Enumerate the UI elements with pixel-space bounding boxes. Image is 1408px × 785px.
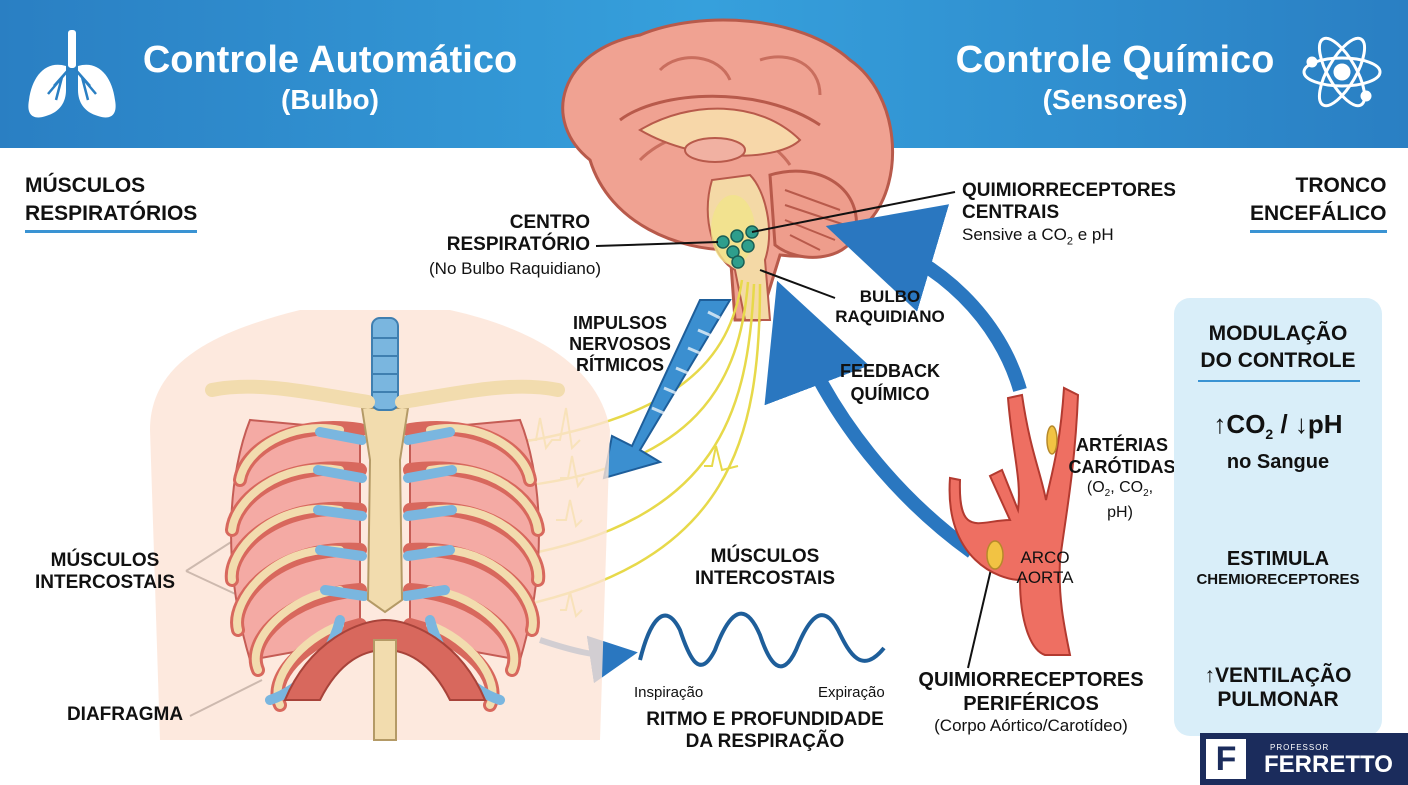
logo-mark: F	[1206, 739, 1246, 779]
arterias-label: ARTÉRIAS CARÓTIDAS	[1068, 435, 1176, 477]
panel-title: MODULAÇÃO DO CONTROLE	[1200, 322, 1356, 372]
intercostais-left-label: MÚSCULOS INTERCOSTAIS	[34, 550, 176, 593]
panel-divider	[1198, 380, 1360, 382]
panel-co2-ph: ↑CO2 / ↓pH	[1213, 409, 1343, 443]
expiracao-label: Expiração	[818, 684, 885, 701]
quimio-centrais-sub: Sensive a CO2 e pH	[962, 225, 1114, 248]
quimio-perifericos-sub: (Corpo Aórtico/Carotídeo)	[934, 716, 1128, 735]
bulbo-raquidiano-label: BULBO RAQUIDIANO	[835, 287, 945, 326]
modulacao-panel	[1174, 298, 1382, 736]
left-banner-title: Controle Automático (Bulbo)	[142, 39, 518, 115]
down-arrow-icon: ↓	[1294, 409, 1308, 439]
centro-respiratorio-sub: (No Bulbo Raquidiano)	[429, 259, 601, 278]
panel-chemio: CHEMIORECEPTORES	[1196, 571, 1360, 588]
quimio-perifericos-label: QUIMIORRECEPTORES PERIFÉRICOS	[918, 669, 1144, 715]
arterias-sub: (O2, CO2, pH)	[1086, 479, 1154, 522]
diafragma-label: DIAFRAGMA	[66, 704, 184, 725]
ferretto-logo: F PROFESSOR FERRETTO	[1200, 733, 1408, 785]
intercostais-mid-label: MÚSCULOS INTERCOSTAIS	[694, 546, 836, 589]
left-section-header: MÚSCULOS RESPIRATÓRIOS	[25, 172, 198, 233]
ribcage-illustration	[205, 317, 565, 741]
logo-name: FERRETTO	[1264, 751, 1393, 778]
ritmo-label: RITMO E PROFUNDIDADE DA RESPIRAÇÃO	[646, 709, 884, 752]
right-section-header: TRONCO ENCEFÁLICO	[1250, 172, 1387, 233]
up-arrow-icon: ↑	[1204, 664, 1216, 687]
panel-ventilacao: ↑VENTILAÇÃO PULMONAR	[1204, 664, 1352, 711]
right-banner-title: Controle Químico (Sensores)	[955, 39, 1275, 115]
arco-aorta-label: ARCO AORTA	[1016, 548, 1074, 587]
quimio-centrais-label: QUIMIORRECEPTORES CENTRAIS	[962, 180, 1176, 223]
inspiracao-label: Inspiração	[634, 684, 704, 701]
impulsos-label: IMPULSOS NERVOSOS RÍTMICOS	[569, 313, 671, 375]
aorta-carotid-illustration	[948, 386, 1080, 656]
panel-estimula: ESTIMULA	[1226, 548, 1330, 570]
logo-top: PROFESSOR	[1270, 743, 1330, 752]
panel-sangue: no Sangue	[1226, 451, 1330, 473]
centro-respiratorio-label: CENTRO RESPIRATÓRIO	[446, 212, 590, 255]
breathing-wave	[638, 611, 886, 669]
feedback-label: FEEDBACK QUÍMICO	[839, 361, 940, 404]
up-arrow-icon: ↑	[1213, 409, 1227, 439]
